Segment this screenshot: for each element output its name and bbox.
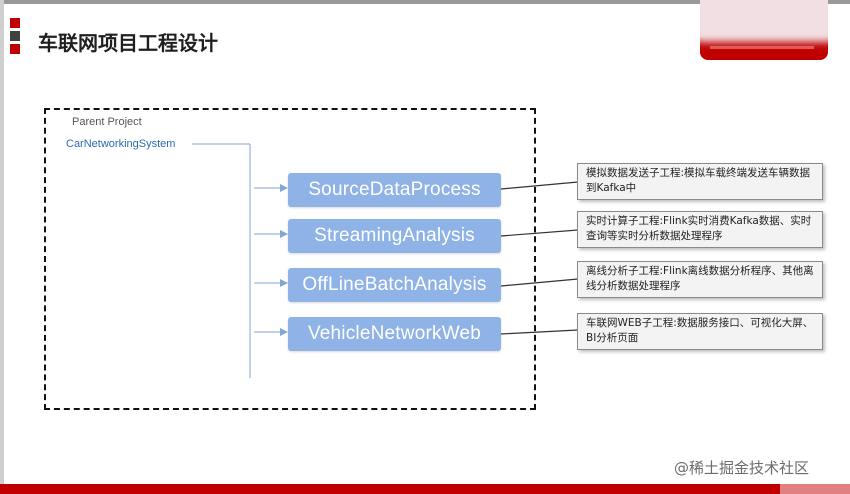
banner-stripe [710, 46, 814, 49]
accent-square-red [10, 18, 20, 28]
bottom-bar-highlight [780, 484, 850, 494]
callout-line [500, 278, 579, 287]
description-box: 模拟数据发送子工程:模拟车载终端发送车辆数据到Kafka中 [577, 163, 823, 200]
module-offline-batch-analysis: OffLineBatchAnalysis [288, 268, 501, 302]
parent-project-label: Parent Project [72, 116, 142, 128]
watermark: @稀土掘金技术社区 [674, 459, 810, 477]
description-box: 车联网WEB子工程:数据服务接口、可视化大屏、BI分析页面 [577, 313, 823, 350]
description-box: 离线分析子工程:Flink离线数据分析程序、其他离线分析数据处理程序 [577, 261, 823, 298]
module-vehicle-network-web: VehicleNetworkWeb [288, 317, 501, 351]
bottom-bar [0, 484, 850, 494]
module-streaming-analysis: StreamingAnalysis [288, 219, 501, 253]
callout-line [500, 181, 579, 190]
slide-title: 车联网项目工程设计 [38, 31, 218, 55]
top-rule [0, 0, 850, 4]
system-label: CarNetworkingSystem [66, 138, 176, 150]
parent-project-frame [44, 108, 536, 410]
callout-line [500, 329, 579, 335]
banner-blur [700, 0, 828, 42]
corner-banner [700, 0, 828, 60]
left-edge [0, 0, 4, 494]
module-source-data-process: SourceDataProcess [288, 173, 501, 207]
accent-square-red [10, 44, 20, 54]
accent-square-dark [10, 31, 20, 41]
callout-line [500, 229, 579, 237]
description-box: 实时计算子工程:Flink实时消费Kafka数据、实时查询等实时分析数据处理程序 [577, 211, 823, 248]
